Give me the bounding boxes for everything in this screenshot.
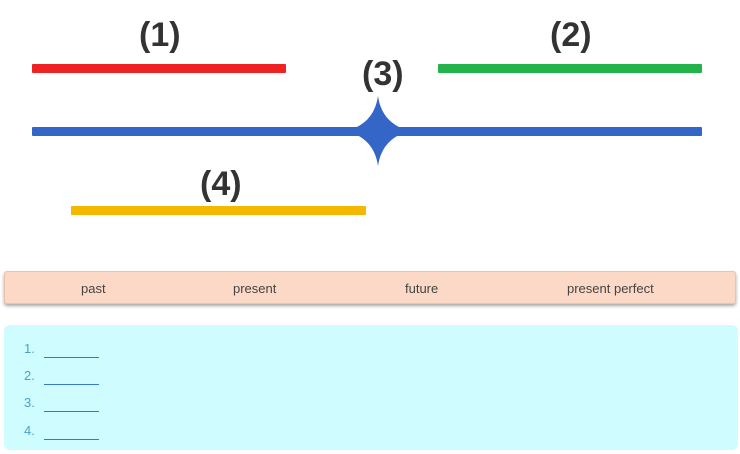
- word-option-past[interactable]: past: [81, 281, 106, 296]
- timeline-label-1: (1): [139, 16, 181, 54]
- timeline-line-4: [71, 206, 366, 215]
- timeline-line-2: [438, 64, 702, 73]
- answer-number: 4.: [24, 423, 35, 438]
- answer-blank-4[interactable]: [44, 421, 99, 440]
- answer-number: 3.: [24, 395, 35, 410]
- timeline-line-1: [32, 64, 286, 73]
- answer-blank-2[interactable]: [44, 366, 99, 385]
- word-bank: past present future present perfect: [4, 271, 736, 304]
- answer-area: 1. 2. 3. 4.: [4, 325, 738, 450]
- timeline-label-4: (4): [200, 165, 242, 203]
- answer-blank-3[interactable]: [44, 393, 99, 412]
- answer-number: 2.: [24, 368, 35, 383]
- answer-number: 1.: [24, 341, 35, 356]
- present-moment-star-icon: [346, 96, 410, 166]
- word-option-present-perfect[interactable]: present perfect: [567, 281, 654, 296]
- word-option-present[interactable]: present: [233, 281, 277, 296]
- timeline-diagram: (1) (2) (3) (4): [32, 16, 702, 215]
- word-option-future[interactable]: future: [405, 281, 439, 296]
- answer-blank-1[interactable]: [44, 339, 99, 358]
- timeline-label-3: (3): [362, 55, 404, 93]
- timeline-label-2: (2): [550, 16, 592, 54]
